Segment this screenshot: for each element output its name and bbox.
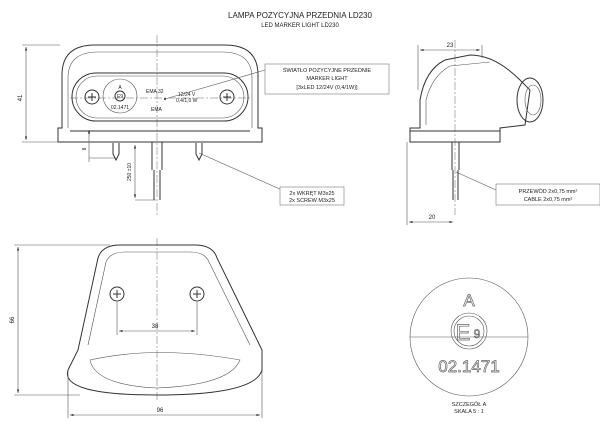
front-view: A E9 02.1471 EMA 32 EMA 12/24 V 0,4/1,0 … [18, 35, 390, 215]
drawing-title: LAMPA POZYCYJNA PRZEDNIA LD230 [228, 11, 372, 20]
cable-callout-line: PRZEWÓD 2x0,75 mm² [519, 188, 578, 195]
dim-cable-250: 250 ±10 [127, 163, 133, 181]
cable-callout-line: CABLE 2x0,75 mm² [524, 197, 573, 203]
detail-approval-n: 9 [474, 327, 481, 341]
detail-approval-e: E [456, 320, 471, 345]
marking-circle [102, 78, 138, 114]
light-callout-line: ŚWIATŁO POZYCYJNE PRZEDNIE [283, 66, 372, 74]
cable-callout-box [495, 183, 600, 206]
ema32-label: EMA 32 [146, 89, 164, 95]
light-callout-line: [3xLED 12/24V (0,4/1W)] [296, 85, 358, 91]
approval-number: 02.1471 [111, 105, 129, 111]
detail-caption: SZCZEGÓŁ A [452, 401, 487, 408]
screw-callout-box [279, 186, 345, 206]
detail-number: 02.1471 [438, 357, 499, 376]
screw-right [195, 143, 203, 162]
dim-height-66: 66 [10, 316, 16, 323]
drawing-subtitle: LED MARKER LIGHT LD230 [261, 23, 339, 29]
dim-side-20: 20 [429, 215, 436, 221]
side-view: 23 20 PRZEWÓD 2x0,75 mm² CABLE 2x0,75 mm… [406, 40, 600, 225]
bottom-screw-left [109, 286, 125, 302]
marking-letter: A [118, 85, 122, 91]
bottom-screw-right [189, 286, 205, 302]
detail-scale: SKALA 5 : 1 [454, 409, 484, 415]
dim-height-41: 41 [18, 94, 24, 101]
e-mark-circle [114, 90, 126, 102]
screw-head-left [84, 89, 100, 105]
power-label: 0,4/1,0 W [176, 98, 198, 104]
screw-callout-line: 2x WKRĘT M3x25 [289, 191, 334, 197]
detail-letter: A [463, 291, 475, 310]
approval-mark: E9 [117, 94, 123, 100]
detail-a: A E 9 02.1471 SZCZEGÓŁ A SKALA 5 : 1 [409, 277, 529, 415]
screw-callout-line: 2x SCREW M3x25 [289, 198, 335, 204]
bottom-view: 38 66 96 [10, 238, 263, 418]
light-callout-line: MARKER LIGHT [306, 76, 348, 82]
dim-screws-38: 38 [152, 324, 159, 330]
voltage-label: 12/24 V [178, 92, 196, 98]
dim-width-96: 96 [157, 408, 164, 414]
light-callout-box [264, 63, 390, 95]
screw-head-right [219, 89, 235, 105]
ema-label: EMA [151, 107, 163, 113]
dim-screw-8: 8 [82, 147, 88, 150]
dim-side-23: 23 [447, 43, 454, 49]
screw-left [112, 143, 120, 162]
